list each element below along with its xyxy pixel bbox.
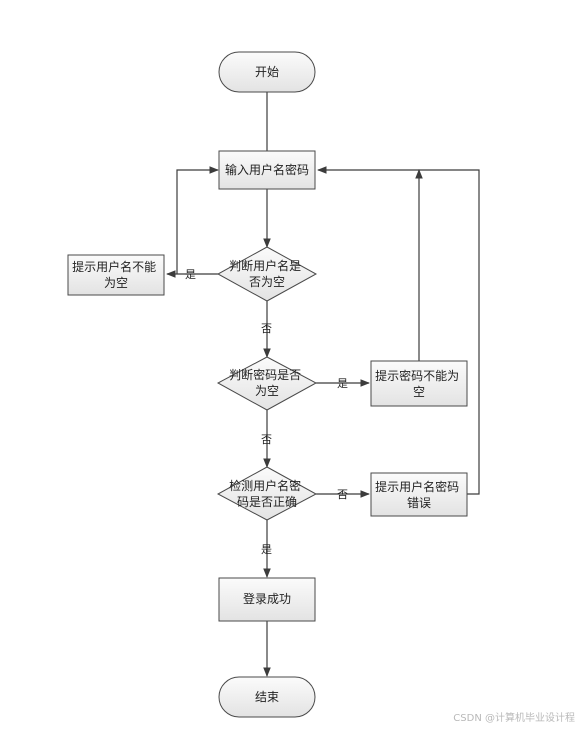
svg-text:提示用户名密码 错误: 提示用户名密码 错误 <box>375 479 463 510</box>
node-prompt-user-empty-line1: 提示用户名不能 <box>72 259 156 274</box>
edge-labels: 是 否 是 否 否 是 <box>185 268 348 556</box>
node-end-label: 结束 <box>255 690 279 704</box>
svg-text:检测用户名密 码是否正确: 检测用户名密 码是否正确 <box>229 478 305 509</box>
node-success-label: 登录成功 <box>243 591 291 606</box>
node-prompt-wrong-line2: 错误 <box>407 496 431 510</box>
node-prompt-user-empty: 提示用户名不能 为空 <box>67 254 165 296</box>
svg-text:判断用户名是 否为空: 判断用户名是 否为空 <box>229 258 305 289</box>
svg-text:提示用户名不能 为空: 提示用户名不能 为空 <box>72 259 160 290</box>
svg-text:判断密码是否 为空: 判断密码是否 为空 <box>229 367 305 398</box>
edge-label-no-pwd-empty: 否 <box>261 433 272 446</box>
node-input-label: 输入用户名密码 <box>225 162 309 177</box>
edge-label-no-correct: 否 <box>337 488 348 501</box>
watermark: CSDN @计算机毕业设计程 <box>453 711 575 724</box>
node-check-pwd-empty-line1: 判断密码是否 <box>229 367 301 382</box>
node-prompt-pwd-empty-line1: 提示密码不能为 <box>375 368 459 383</box>
node-prompt-wrong: 提示用户名密码 错误 <box>370 472 468 517</box>
node-check-user-empty-line2: 否为空 <box>249 275 285 289</box>
svg-text:提示密码不能为 空: 提示密码不能为 空 <box>375 368 463 399</box>
node-success: 登录成功 <box>218 577 316 622</box>
node-prompt-pwd-empty-line2: 空 <box>413 385 425 399</box>
node-check-user-empty-line1: 判断用户名是 <box>229 258 301 273</box>
edge-label-yes-pwd-empty: 是 <box>337 377 348 390</box>
node-check-correct: 检测用户名密 码是否正确 <box>216 466 318 521</box>
node-prompt-user-empty-line2: 为空 <box>104 276 128 290</box>
edges <box>166 92 480 677</box>
node-end: 结束 <box>218 676 316 718</box>
edge-prompt-user-back-to-input <box>176 166 219 274</box>
node-input: 输入用户名密码 <box>218 150 316 190</box>
node-prompt-wrong-line1: 提示用户名密码 <box>375 479 459 494</box>
node-prompt-pwd-empty: 提示密码不能为 空 <box>370 360 468 407</box>
edge-label-no-user-empty: 否 <box>261 322 272 335</box>
node-check-pwd-empty: 判断密码是否 为空 <box>216 356 318 411</box>
node-check-pwd-empty-line2: 为空 <box>255 384 279 398</box>
node-check-user-empty: 判断用户名是 否为空 <box>216 246 318 302</box>
node-start-label: 开始 <box>255 65 279 79</box>
node-check-correct-line2: 码是否正确 <box>237 495 297 509</box>
node-start: 开始 <box>218 51 316 93</box>
edge-prompt-wrong-back-to-input <box>317 166 480 495</box>
edge-label-yes-user-empty: 是 <box>185 268 196 281</box>
edge-label-yes-correct: 是 <box>261 543 272 556</box>
node-check-correct-line1: 检测用户名密 <box>229 478 301 493</box>
